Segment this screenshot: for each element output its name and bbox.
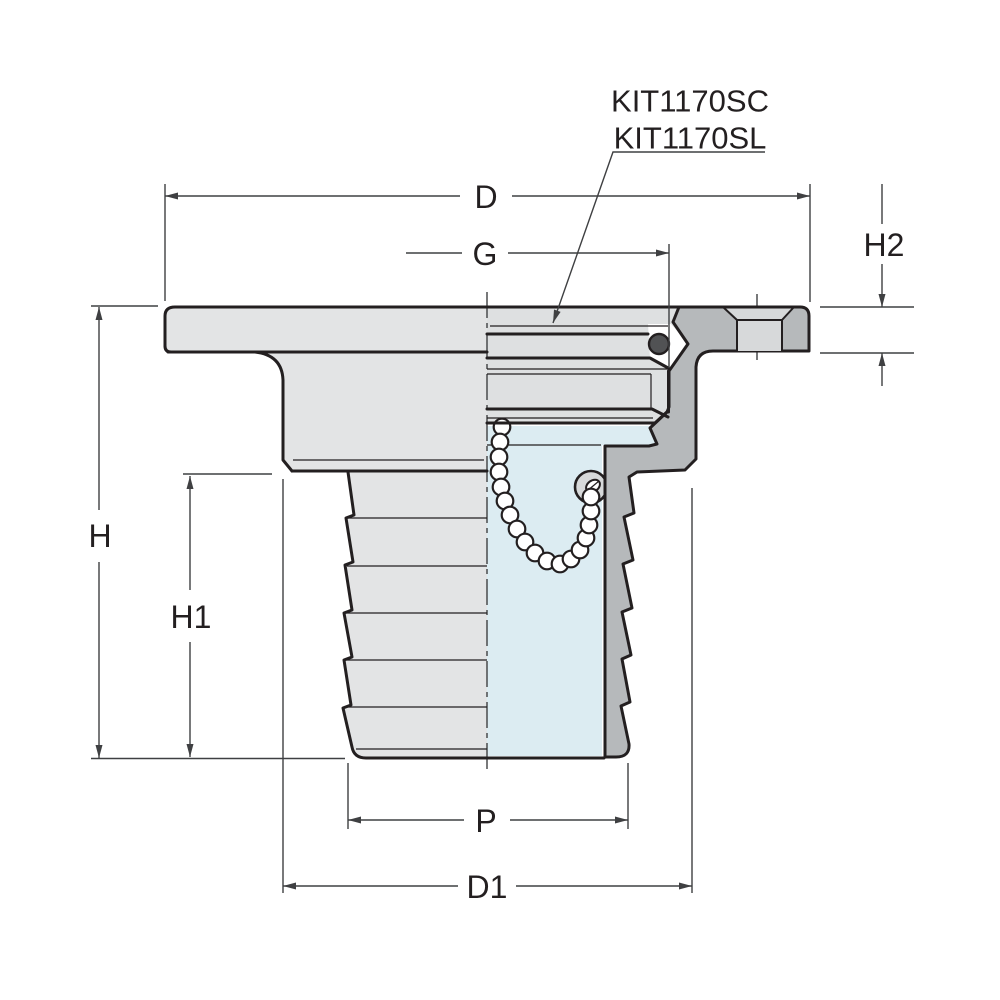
dimension-G: G	[406, 236, 670, 368]
body-fills	[165, 307, 700, 757]
dimension-H-label: H	[88, 518, 111, 554]
body-outlines	[163, 305, 802, 760]
extension-line	[91, 305, 345, 760]
threaded-plug-section	[487, 307, 688, 423]
chain-bead	[492, 417, 512, 437]
arrowhead	[348, 816, 361, 824]
part-callout: KIT1170SC KIT1170SL	[552, 84, 769, 324]
arrowhead	[615, 816, 628, 824]
thread-crest-line	[485, 356, 672, 371]
dimension-H2: H2	[820, 184, 914, 386]
chain-bead	[581, 487, 601, 507]
dimension-P-label: P	[475, 803, 496, 839]
chain-bead	[489, 462, 509, 482]
arrowhead	[797, 192, 810, 200]
hose-barb-left-half	[343, 472, 487, 757]
dimension-D1: D1	[282, 479, 693, 905]
arrowhead	[656, 249, 669, 257]
arrowhead	[878, 294, 886, 307]
dimension-H1: H1	[171, 473, 272, 757]
barb-profile	[341, 470, 606, 760]
cone-profile	[253, 350, 294, 473]
arrowhead	[878, 353, 886, 366]
arrowhead	[283, 882, 296, 890]
leader-line	[552, 151, 765, 324]
arrowhead	[95, 307, 103, 320]
dimension-D1-label: D1	[467, 869, 508, 905]
part-number-line1: KIT1170SC	[611, 84, 769, 119]
extension-line	[347, 763, 629, 829]
arrowhead	[95, 745, 103, 758]
hex-chamfer-line	[781, 306, 795, 321]
body-cone	[255, 352, 487, 471]
arrowhead	[186, 744, 194, 757]
bore-interior	[487, 426, 658, 756]
arrowhead	[186, 476, 194, 489]
extension-line	[820, 306, 914, 354]
hex-nut-detail	[722, 306, 795, 351]
dimension-G-label: G	[473, 236, 498, 272]
dimension-D-label: D	[474, 179, 497, 215]
extension-line	[164, 184, 811, 302]
extension-line	[282, 479, 693, 893]
dimension-H2-label: H2	[864, 227, 905, 263]
retaining-chain	[489, 417, 601, 574]
hex-nut-face	[723, 307, 794, 351]
dimensions: D G H2 H H1	[88, 179, 914, 905]
o-ring-seal	[647, 332, 671, 356]
dimension-H1-label: H1	[171, 599, 212, 635]
dimension-D: D	[164, 179, 811, 302]
arrowhead	[165, 192, 178, 200]
dimension-H: H	[88, 305, 345, 760]
hex-chamfer-line	[722, 306, 738, 321]
plug-bottom-edge	[485, 409, 670, 425]
flange-outline	[163, 305, 802, 348]
arrowhead	[679, 882, 692, 890]
leader-arrowhead	[553, 309, 561, 323]
socket-tail-piece	[603, 305, 811, 759]
part-number-line2: KIT1170SL	[614, 121, 767, 156]
dimension-P: P	[347, 763, 629, 839]
